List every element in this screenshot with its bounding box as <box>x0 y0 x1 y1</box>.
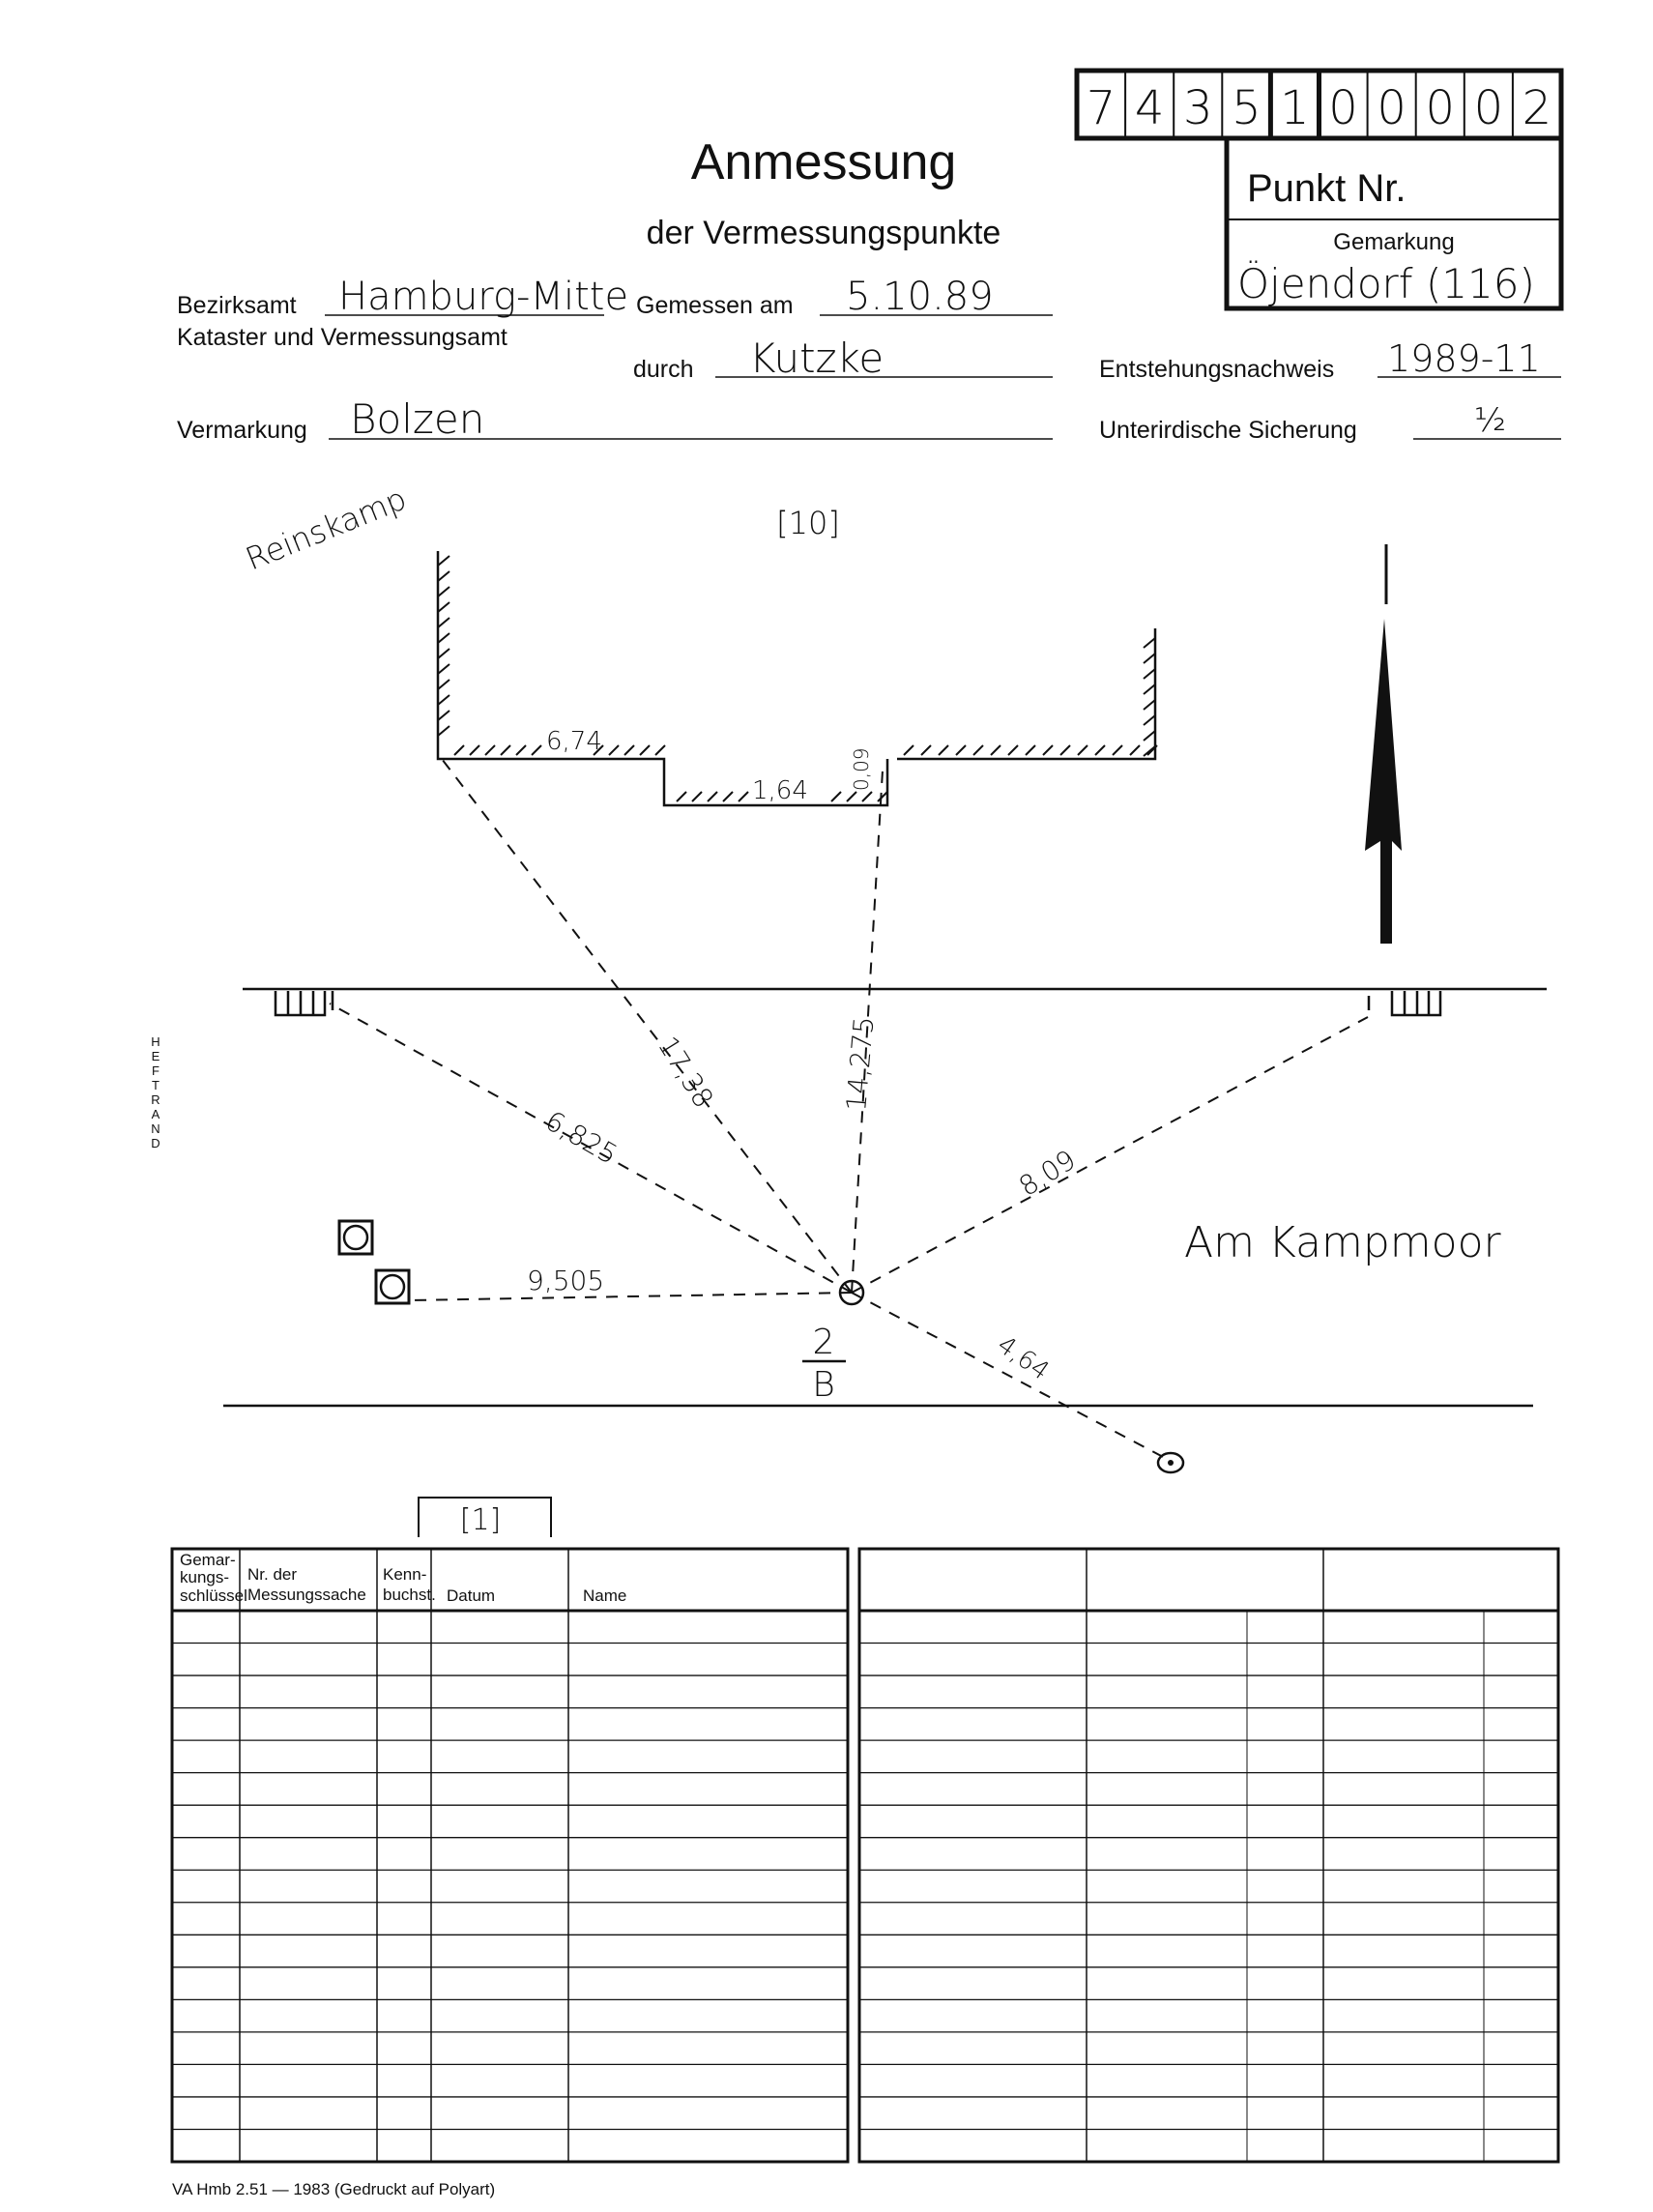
ref-top: [10] <box>776 505 840 541</box>
margin-letter: E <box>152 1049 160 1063</box>
code-digit: 0 <box>1425 81 1455 135</box>
dim-c: 0,09 <box>850 747 873 791</box>
th-kennbuchst-2: buchst. <box>383 1586 436 1604</box>
page-title: Anmessung <box>691 134 957 190</box>
punkt-box: Punkt Nr. Gemarkung Öjendorf (116) <box>1224 135 1564 311</box>
code-digit: 0 <box>1377 81 1406 135</box>
distance-3: 6,825 <box>540 1104 624 1171</box>
sicherung-label: Unterirdische Sicherung <box>1099 417 1357 444</box>
bezirksamt-value: Hamburg-Mitte <box>338 275 628 319</box>
bezirksamt-label: Bezirksamt <box>177 292 297 319</box>
dim-a: 6,74 <box>546 727 602 756</box>
building-outline <box>436 551 1158 807</box>
margin-letter: N <box>151 1121 160 1136</box>
survey-point-icon <box>838 1279 865 1306</box>
sketch: [10] Reinskamp 6,74 1,64 0,09 <box>151 480 1547 1537</box>
code-digit: 0 <box>1328 81 1358 135</box>
durch-value: Kutzke <box>749 335 884 382</box>
th-gemarkung-1: Gemar- <box>180 1551 236 1569</box>
distance-1: 17,38 <box>652 1031 719 1113</box>
code-digit: 0 <box>1474 81 1504 135</box>
right-register-table <box>857 1547 1560 2164</box>
distance-6: 4,64 <box>992 1330 1055 1386</box>
street-reinskamp: Reinskamp <box>241 480 412 577</box>
left-register-table: Gemar- kungs- schlüssel Nr. der Messungs… <box>170 1547 850 2164</box>
ref-bottom: [1] <box>460 1503 502 1537</box>
target-marker-icon <box>1156 1451 1185 1474</box>
sicherung-value: ½ <box>1474 401 1506 440</box>
th-name: Name <box>583 1586 626 1605</box>
th-gemarkung-2: kungs- <box>180 1568 229 1586</box>
durch-label: durch <box>633 356 694 383</box>
gemessen-value: 5.10.89 <box>846 275 994 319</box>
margin-letter: H <box>151 1034 160 1049</box>
dim-b: 1,64 <box>752 776 808 805</box>
th-datum: Datum <box>447 1586 495 1605</box>
gemarkung-label: Gemarkung <box>1333 229 1454 255</box>
margin-letter: A <box>152 1107 160 1121</box>
th-kennbuchst-1: Kenn- <box>383 1565 426 1584</box>
code-digit: 5 <box>1232 81 1262 135</box>
margin-letter: F <box>152 1063 160 1078</box>
margin-letter: T <box>152 1078 160 1092</box>
entstehung-value: 1989-11 <box>1387 337 1541 380</box>
vermarkung-label: Vermarkung <box>177 417 307 444</box>
boundary-stone-icon <box>337 1219 374 1256</box>
th-messungssache-1: Nr. der <box>247 1565 297 1584</box>
gemarkung-value: Öjendorf (116) <box>1237 260 1535 307</box>
th-gemarkung-3: schlüssel <box>180 1586 247 1605</box>
code-digit: 4 <box>1135 81 1165 135</box>
kataster-label: Kataster und Vermessungsamt <box>177 324 508 351</box>
code-digit: 7 <box>1087 81 1116 135</box>
gemessen-label: Gemessen am <box>636 292 794 319</box>
boundary-stone-icon <box>374 1268 411 1305</box>
code-digit: 1 <box>1280 81 1310 135</box>
vermarkung-value: Bolzen <box>350 395 484 443</box>
form-footer: VA Hmb 2.51 — 1983 (Gedruckt auf Polyart… <box>172 2180 495 2198</box>
north-arrow-icon <box>1365 544 1402 944</box>
fence-marker-left <box>274 991 334 1017</box>
margin-letter: D <box>151 1136 160 1150</box>
page-subtitle: der Vermessungspunkte <box>647 215 1001 251</box>
measurement-lines <box>329 758 1369 1459</box>
point-number: 2 <box>813 1323 835 1362</box>
code-digit: 3 <box>1183 81 1213 135</box>
point-letter: B <box>812 1365 835 1405</box>
code-digit: 2 <box>1522 81 1552 135</box>
ref-bracket <box>418 1497 552 1537</box>
distance-4: 8,09 <box>1013 1144 1081 1203</box>
entstehung-label: Entstehungsnachweis <box>1099 356 1334 383</box>
fence-marker-right <box>1367 991 1442 1017</box>
th-messungssache-2: Messungssache <box>247 1586 366 1604</box>
distance-2: 14,275 <box>840 1015 880 1112</box>
margin-letter: R <box>151 1092 160 1107</box>
distance-5: 9,505 <box>527 1265 604 1296</box>
punkt-label: Punkt Nr. <box>1247 167 1406 210</box>
street-am-kampmoor: Am Kampmoor <box>1184 1218 1501 1267</box>
